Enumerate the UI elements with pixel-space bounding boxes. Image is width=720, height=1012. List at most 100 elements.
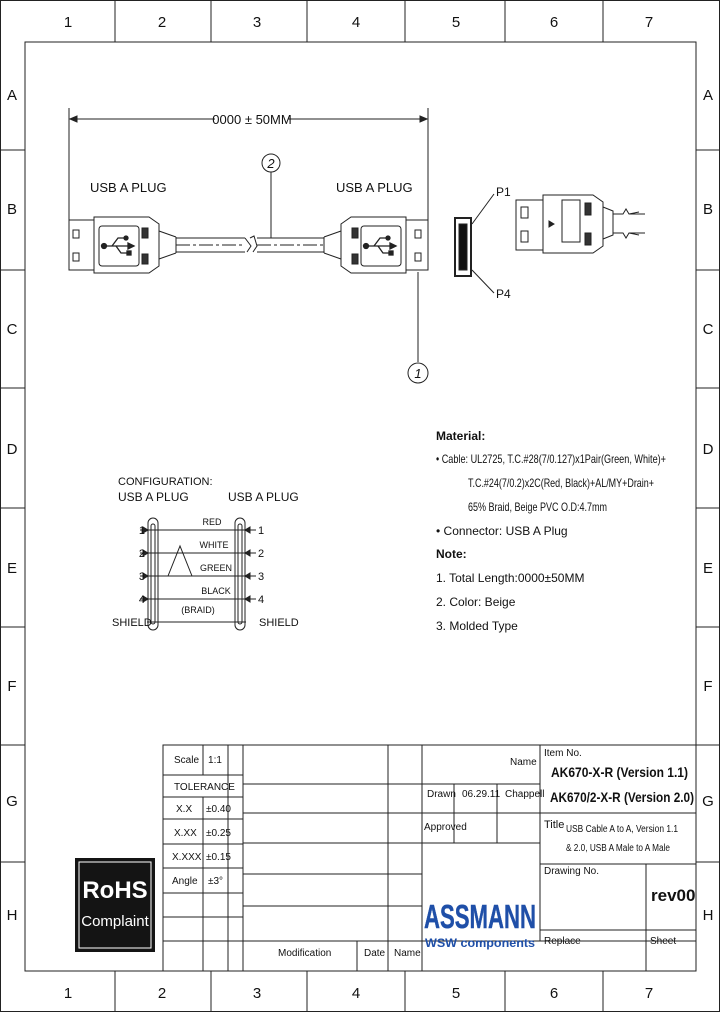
tolerance-label: TOLERANCE [174, 782, 235, 793]
left-usb-plug [68, 216, 177, 274]
title-label: Title [544, 819, 564, 831]
row-label: H [703, 907, 714, 924]
pin-number: 1 [139, 525, 145, 537]
col-label: 5 [452, 985, 460, 1002]
assmann-logo: ASSMANN WSW components [424, 898, 536, 950]
row-label: B [703, 201, 713, 218]
material-heading: Material: [436, 429, 485, 443]
rohs-title: RoHS [82, 877, 147, 904]
row-label: C [703, 321, 714, 338]
rohs-badge: RoHS Complaint [75, 858, 155, 952]
tolerance-row-value: ±3° [208, 876, 223, 887]
title-line: & 2.0, USB A Male to A Male [566, 843, 670, 854]
wire-color-label: GREEN [200, 563, 232, 573]
col-label: 5 [452, 14, 460, 31]
tolerance-table: Scale 1:1 TOLERANCE X.X ±0.40 X.XX ±0.25… [172, 755, 235, 887]
col-label: 7 [645, 985, 653, 1002]
col-label: 4 [352, 14, 360, 31]
config-wire-colors: RED WHITE GREEN BLACK (BRAID) [181, 517, 232, 615]
wire-color-label: BLACK [201, 586, 231, 596]
left-plug-label: USB A PLUG [90, 180, 167, 195]
config-wires [140, 526, 256, 623]
item-no-1: AK670-X-R (Version 1.1) [551, 764, 688, 780]
replace-label: Replace [544, 936, 581, 947]
note-line: 3. Molded Type [436, 619, 518, 633]
row-label: D [7, 441, 18, 458]
row-labels-right: A B C D E F G H [702, 87, 714, 924]
row-label: E [7, 560, 17, 577]
logo-main-text: ASSMANN [424, 898, 536, 935]
tolerance-row-label: X.XXX [172, 852, 202, 863]
tolerance-row-label: Angle [172, 876, 198, 887]
row-label: C [7, 321, 18, 338]
col-label: 2 [158, 985, 166, 1002]
drawing-no-label: Drawing No. [544, 866, 599, 877]
row-label: A [703, 87, 713, 104]
right-plug-label: USB A PLUG [336, 180, 413, 195]
material-line: 65% Braid, Beige PVC O.D:4.7mm [468, 500, 607, 514]
config-pin-numbers-right: 1 2 3 4 [258, 525, 264, 606]
pin-number: 4 [258, 594, 264, 606]
sheet-label: Sheet [650, 936, 676, 947]
row-label: G [702, 793, 714, 810]
drawn-name: Chappell [505, 789, 544, 800]
name-column-label: Name [394, 948, 421, 959]
pin-p4-label: P4 [496, 287, 511, 301]
config-pin-numbers-left: 1 2 3 4 [139, 525, 145, 606]
material-line: • Connector: USB A Plug [436, 524, 568, 538]
note-line: 2. Color: Beige [436, 595, 516, 609]
drawn-label: Drawn [427, 789, 456, 800]
date-label: Date [364, 948, 386, 959]
config-connector-left [147, 517, 159, 631]
col-label: 3 [253, 14, 261, 31]
pin-number: 3 [139, 571, 145, 583]
wire-color-label: (BRAID) [181, 605, 215, 615]
pin-number: 3 [258, 571, 264, 583]
wire-color-label: WHITE [200, 540, 229, 550]
row-label: A [7, 87, 17, 104]
row-label: F [703, 678, 712, 695]
tolerance-row-label: X.XX [174, 828, 197, 839]
tolerance-row-value: ±0.40 [206, 804, 231, 815]
col-label: 6 [550, 985, 558, 1002]
drawn-date: 06.29.11 [462, 789, 501, 800]
config-right-label: USB A PLUG [228, 490, 299, 504]
col-label: 1 [64, 14, 72, 31]
cable-body [176, 235, 324, 253]
length-dimension-label: 0000 ± 50MM [212, 112, 291, 127]
title-line: USB Cable A to A, Version 1.1 [566, 824, 678, 835]
shield-right-label: SHIELD [259, 617, 299, 629]
length-dimension [68, 108, 429, 235]
row-label: G [6, 793, 18, 810]
modification-label: Modification [278, 948, 331, 959]
config-connector-right [234, 517, 246, 631]
note-heading: Note: [436, 547, 467, 561]
row-label: H [7, 907, 18, 924]
balloon-connector-number: 1 [414, 366, 421, 381]
column-labels-top: 1 2 3 4 5 6 7 [64, 14, 653, 31]
drawing-title: USB Cable A to A, Version 1.1 & 2.0, USB… [566, 824, 678, 854]
pin-p1-label: P1 [496, 185, 511, 199]
config-left-label: USB A PLUG [118, 490, 189, 504]
rohs-subtitle: Complaint [81, 913, 149, 930]
row-label: E [703, 560, 713, 577]
usb-logo-icon [362, 235, 398, 256]
pin-number: 4 [139, 594, 145, 606]
tolerance-row-value: ±0.25 [206, 828, 231, 839]
col-label: 4 [352, 985, 360, 1002]
tolerance-row-label: X.X [176, 804, 192, 815]
material-line: T.C.#24(7/0.2)x2C(Red, Black)+AL/MY+Drai… [468, 476, 654, 490]
wire-color-label: RED [202, 517, 222, 527]
right-usb-plug [323, 216, 429, 274]
col-label: 1 [64, 985, 72, 1002]
col-label: 2 [158, 14, 166, 31]
item-no-label: Item No. [544, 748, 582, 759]
scale-label: Scale [174, 755, 199, 766]
material-section: Material: • Cable: UL2725, T.C.#28(7/0.1… [436, 429, 666, 538]
note-section: Note: 1. Total Length:0000±50MM 2. Color… [436, 547, 584, 633]
shield-left-label: SHIELD [112, 617, 152, 629]
revision: rev00 [651, 886, 695, 905]
pin-number: 2 [258, 548, 264, 560]
usb-logo-icon [100, 235, 136, 256]
material-line: • Cable: UL2725, T.C.#28(7/0.127)x1Pair(… [436, 452, 666, 466]
